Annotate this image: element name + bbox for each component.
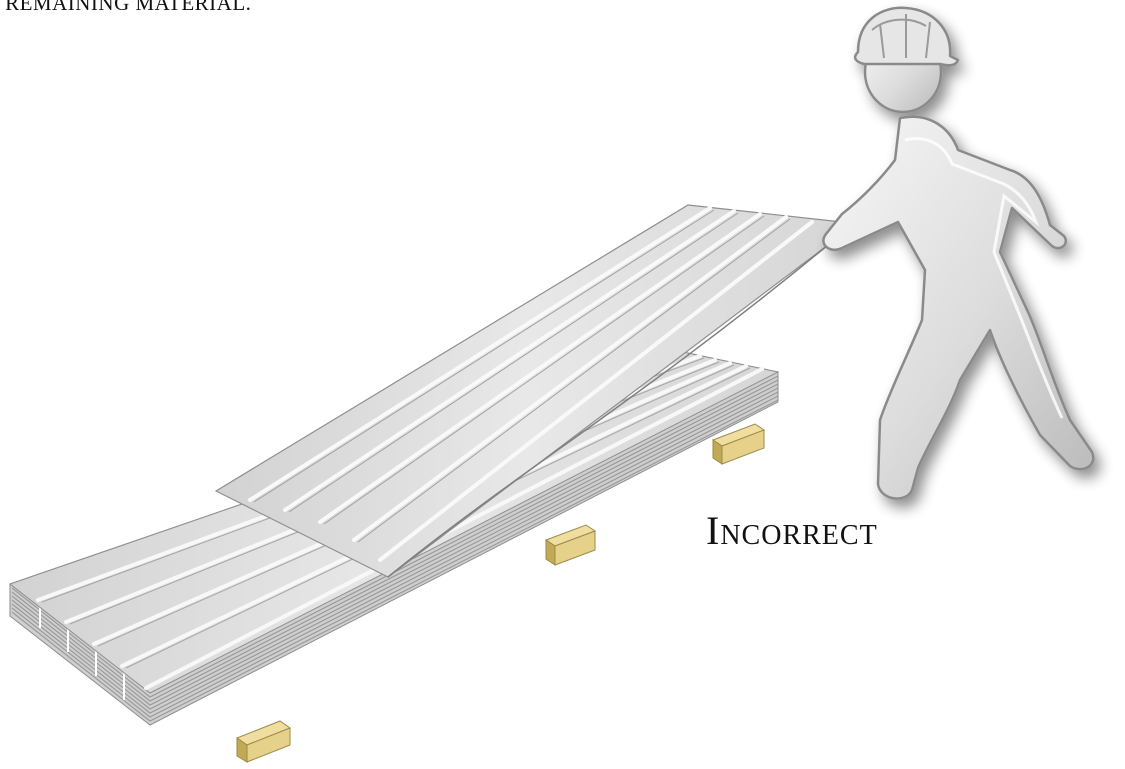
wood-block-near <box>237 721 290 762</box>
worker-figure-icon <box>823 8 1093 499</box>
verdict-label: Incorrect <box>706 507 878 555</box>
wood-block-middle <box>546 525 595 565</box>
